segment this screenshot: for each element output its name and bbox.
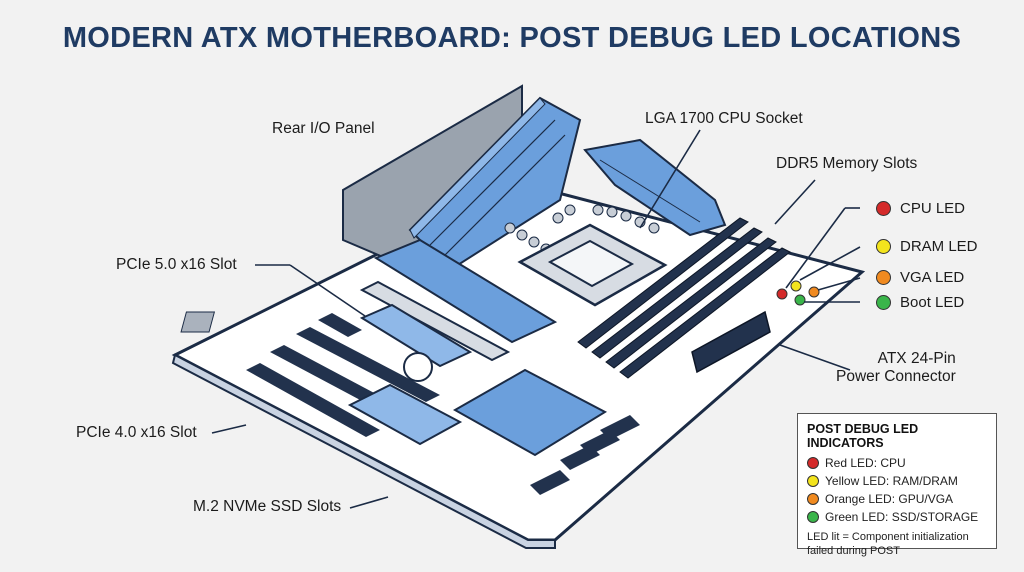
callout-memory: DDR5 Memory Slots bbox=[776, 155, 918, 172]
led-callout-boot: Boot LED bbox=[876, 294, 964, 311]
callout-rear-io: Rear I/O Panel bbox=[272, 120, 375, 137]
led-label: DRAM LED bbox=[900, 238, 978, 255]
m2-heatsink-1 bbox=[359, 303, 473, 368]
leader-lines bbox=[211, 129, 861, 509]
legend-item-label: Yellow LED: RAM/DRAM bbox=[825, 474, 958, 488]
led-callout-dram: DRAM LED bbox=[876, 238, 978, 255]
pcie5-heatsink bbox=[373, 238, 558, 344]
capacitors bbox=[504, 204, 660, 255]
green-led-icon bbox=[807, 511, 819, 523]
legend-item-orange: Orange LED: GPU/VGA bbox=[807, 492, 987, 506]
orange-led-icon bbox=[876, 270, 891, 285]
vrm-heatsink bbox=[583, 138, 727, 237]
atx-24pin-connector bbox=[691, 310, 771, 374]
cpu-socket-inner bbox=[547, 239, 635, 288]
led-label: CPU LED bbox=[900, 200, 966, 217]
callout-m2: M.2 NVMe SSD Slots bbox=[193, 498, 342, 515]
legend-item-red: Red LED: CPU bbox=[807, 456, 987, 470]
callout-atx-line2: Power Connector bbox=[836, 368, 956, 385]
pcie5-slot bbox=[359, 280, 511, 362]
callout-cpu-socket: LGA 1700 CPU Socket bbox=[645, 110, 803, 127]
led-label: Boot LED bbox=[900, 294, 965, 311]
legend-item-yellow: Yellow LED: RAM/DRAM bbox=[807, 474, 987, 488]
cmos-battery bbox=[403, 352, 433, 382]
yellow-led-icon bbox=[807, 475, 819, 487]
board-debug-leds bbox=[776, 280, 820, 306]
chip bbox=[180, 311, 216, 333]
chipset-heatsink bbox=[452, 368, 608, 457]
ddr5-slots bbox=[577, 217, 791, 379]
legend-title: POST DEBUG LED INDICATORS bbox=[807, 422, 919, 450]
legend-item-label: Green LED: SSD/STORAGE bbox=[825, 510, 979, 524]
pcie-x1-slot bbox=[318, 313, 362, 337]
sata-ports bbox=[530, 415, 640, 495]
legend-note-line2: failed during POST bbox=[807, 544, 900, 557]
callout-atx-line1: ATX 24-Pin bbox=[877, 350, 956, 367]
callout-pcie4: PCIe 4.0 x16 Slot bbox=[76, 424, 197, 441]
legend-box: POST DEBUG LED INDICATORS Red LED: CPU Y… bbox=[797, 413, 997, 557]
callout-pcie5: PCIe 5.0 x16 Slot bbox=[116, 256, 237, 273]
rear-io-heatsink-top bbox=[409, 97, 546, 239]
page-title: MODERN ATX MOTHERBOARD: POST DEBUG LED L… bbox=[62, 22, 962, 54]
motherboard-pcb-edge bbox=[171, 353, 556, 549]
led-callout-cpu: CPU LED bbox=[876, 200, 965, 217]
m2-heatsink-2 bbox=[347, 383, 463, 446]
led-label: VGA LED bbox=[900, 269, 965, 286]
pcie4-slot bbox=[246, 363, 380, 437]
red-led-icon bbox=[807, 457, 819, 469]
legend-item-label: Orange LED: GPU/VGA bbox=[825, 492, 954, 506]
red-led-icon bbox=[876, 201, 891, 216]
yellow-led-icon bbox=[876, 239, 891, 254]
pcie-slot-lower bbox=[296, 327, 440, 402]
orange-led-icon bbox=[807, 493, 819, 505]
legend-item-green: Green LED: SSD/STORAGE bbox=[807, 510, 987, 524]
legend-note: LED lit = Component initialization faile… bbox=[807, 531, 987, 559]
legend-item-label: Red LED: CPU bbox=[825, 456, 906, 470]
callout-atx: ATX 24-Pin Power Connector bbox=[836, 350, 956, 386]
green-led-icon bbox=[876, 295, 891, 310]
legend-note-line1: LED lit = Component initialization bbox=[807, 531, 969, 543]
led-callout-vga: VGA LED bbox=[876, 269, 964, 286]
